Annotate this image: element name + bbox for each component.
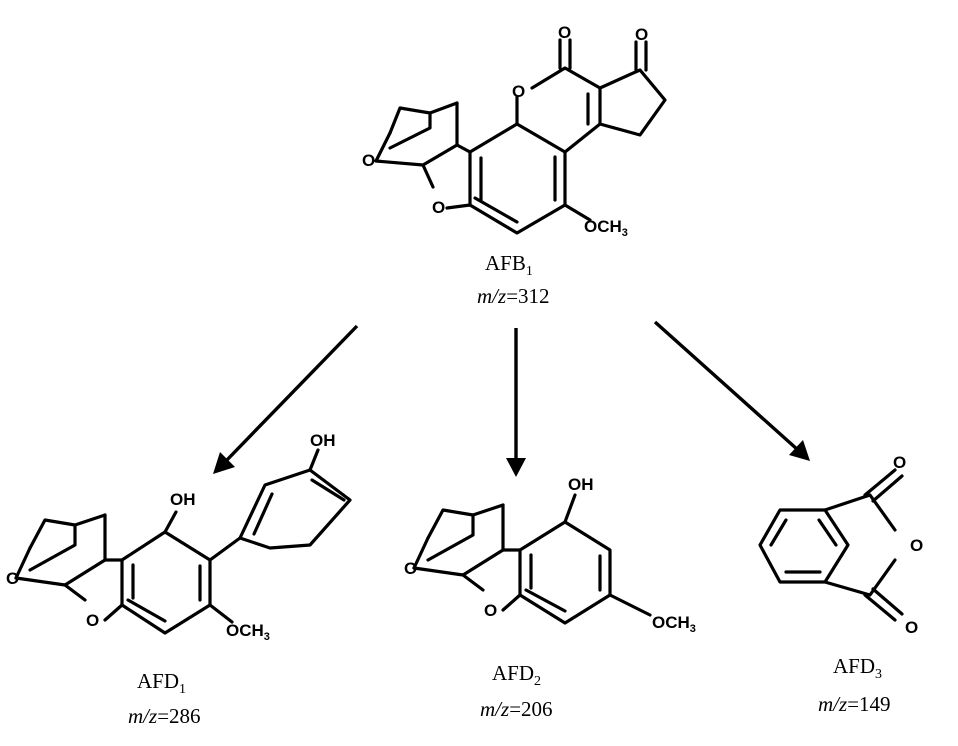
afd1-caption: AFD1 m/z=286: [128, 669, 201, 728]
afd1-hydroxyl-2: OH: [310, 431, 336, 450]
afd1-name: AFD1: [137, 669, 186, 697]
afd1-mz: m/z=286: [128, 704, 201, 728]
afd3-name: AFD3: [833, 654, 882, 682]
arrow-to-afd1: [223, 324, 359, 464]
afd3-mz: m/z=149: [818, 692, 891, 716]
afd2-name: AFD2: [492, 661, 541, 689]
afb1-caption: AFB1 m/z=312: [477, 251, 550, 308]
afd1-atom-labels: OH OH O O OCH3: [6, 431, 336, 643]
afb1-carbonyl-o1: O: [558, 23, 571, 42]
afb1-mz: m/z=312: [477, 284, 550, 308]
reaction-arrows: [213, 320, 810, 477]
arrowhead-afd1: [213, 452, 235, 474]
arrow-to-afd3: [653, 320, 800, 452]
afb1-furan-o: O: [362, 151, 375, 170]
afd2-caption: AFD2 m/z=206: [480, 661, 553, 721]
afb1-atom-labels: O O O O O OCH3: [362, 23, 648, 239]
afb1-methoxy: OCH3: [584, 217, 628, 239]
afd2-methoxy: OCH3: [652, 613, 696, 635]
afd3-caption: AFD3 m/z=149: [818, 654, 891, 716]
afd2-hydroxyl: OH: [568, 475, 594, 494]
afd3-carbonyl-o2: O: [905, 618, 918, 637]
afd3-carbonyl-o1: O: [893, 453, 906, 472]
afd2-mz: m/z=206: [480, 697, 553, 721]
afb1-structure: [374, 38, 667, 235]
arrowhead-afd2: [506, 458, 526, 477]
afd3-structure: [758, 468, 904, 622]
afd2-atom-labels: OH O O OCH3: [404, 475, 696, 635]
afb1-ether-o: O: [432, 198, 445, 217]
afd2-structure: [412, 493, 652, 625]
arrowhead-afd3: [789, 440, 810, 461]
afd3-atom-labels: O O O: [893, 453, 923, 637]
afd1-methoxy: OCH3: [226, 621, 270, 643]
afd2-ether-o: O: [484, 601, 497, 620]
afb1-lactone-o: O: [512, 82, 525, 101]
afb1-carbonyl-o2: O: [635, 25, 648, 44]
afb1-name: AFB1: [485, 251, 533, 279]
afd2-furan-o: O: [404, 559, 417, 578]
afd1-ether-o: O: [86, 611, 99, 630]
afd1-hydroxyl-1: OH: [170, 490, 196, 509]
afd1-furan-o: O: [6, 569, 19, 588]
afd3-ring-o: O: [910, 536, 923, 555]
afd1-structure: [14, 448, 352, 635]
